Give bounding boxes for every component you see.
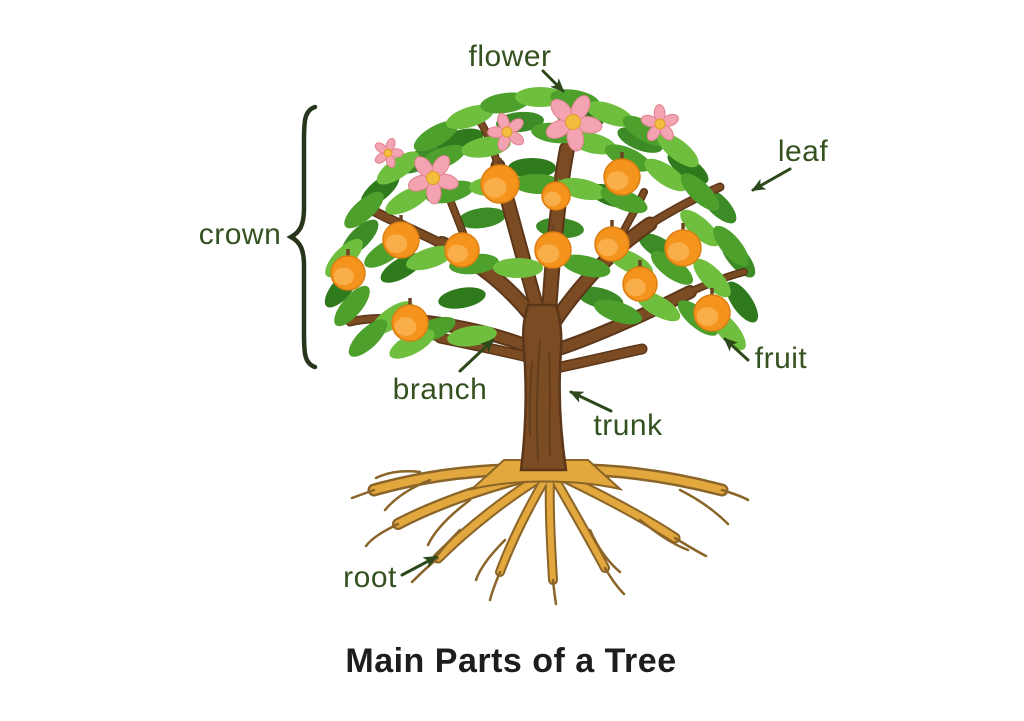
annotation-arrows-group: [400, 69, 792, 577]
root-crown: [468, 459, 624, 491]
trunk-arrow: [569, 390, 613, 413]
wood-grain: [528, 339, 551, 461]
label-branch: branch: [392, 373, 488, 406]
label-flower: flower: [468, 40, 552, 73]
root-arrow: [400, 555, 438, 577]
fruits-group: [330, 152, 731, 342]
label-root: root: [343, 561, 397, 594]
label-fruit: fruit: [754, 342, 808, 375]
trunk: [519, 303, 568, 472]
label-leaf: leaf: [777, 135, 829, 168]
roots-group: [350, 459, 750, 606]
branch-arrow: [458, 338, 495, 373]
flower-arrow: [541, 69, 565, 93]
leaf-arrow: [751, 167, 792, 192]
fruit-arrow: [723, 337, 750, 362]
flowers-group: [374, 95, 679, 205]
label-crown: crown: [198, 218, 282, 251]
crown-brace: [286, 104, 318, 370]
label-trunk: trunk: [593, 409, 663, 442]
diagram-title: Main Parts of a Tree: [345, 642, 677, 680]
